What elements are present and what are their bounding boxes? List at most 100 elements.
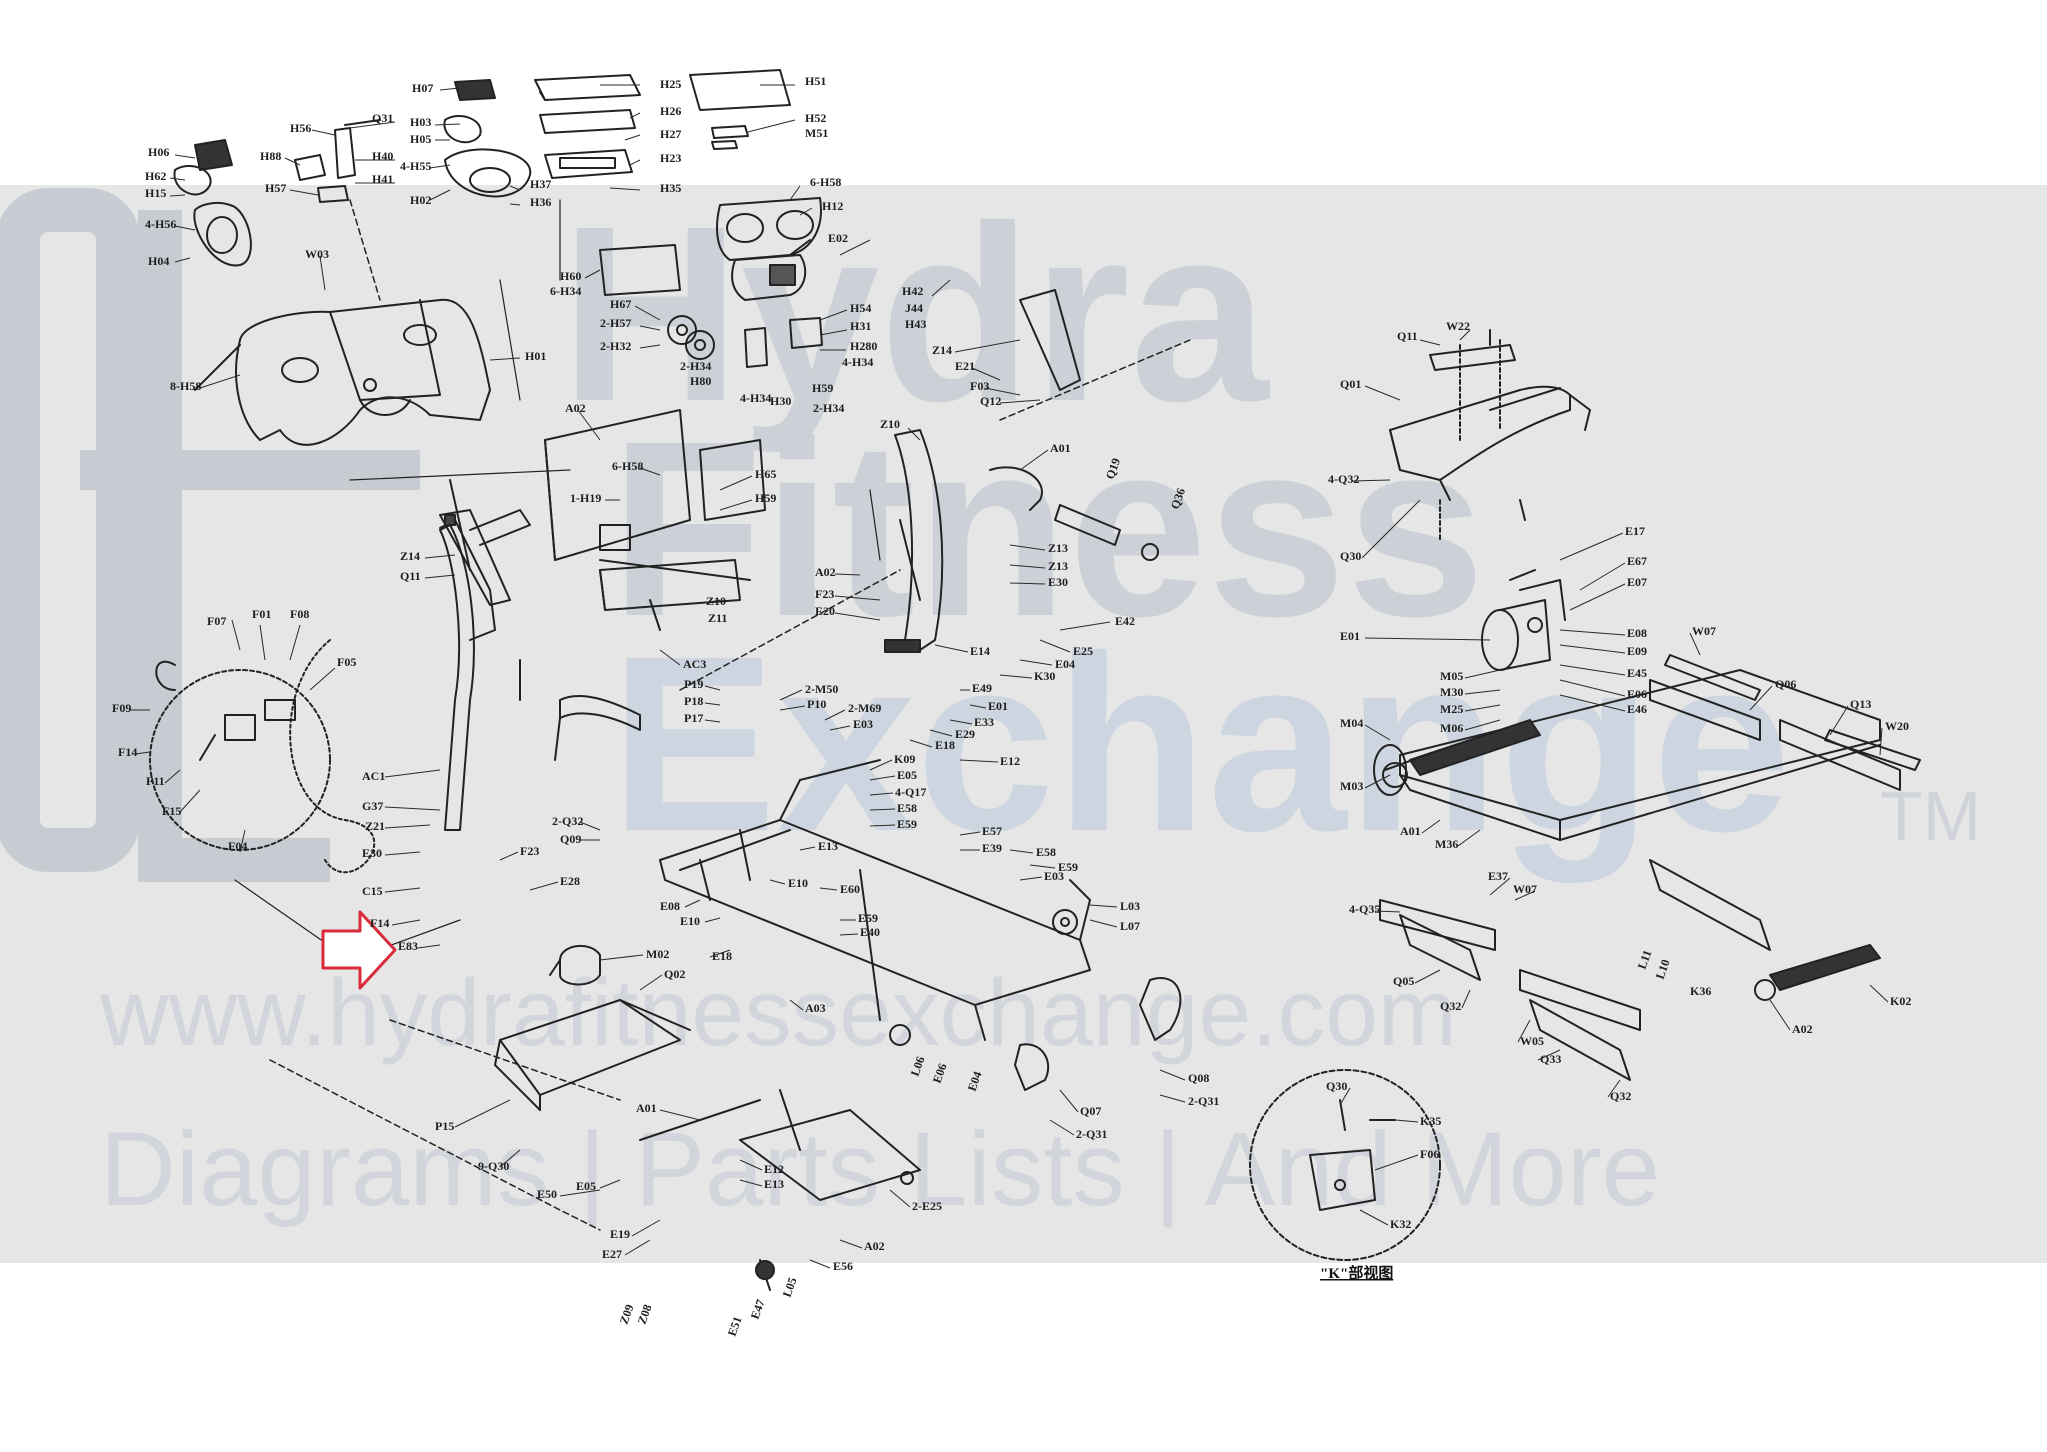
- leader-line: [1459, 329, 1471, 341]
- leader-line: [769, 879, 786, 885]
- watermark: Hydra Fitness Exchange TM www.hydrafitne…: [0, 174, 1981, 1228]
- part-label-w07: W07: [1692, 624, 1716, 638]
- part-label-h4h56: 4-H56: [145, 217, 176, 231]
- leader-line: [829, 725, 851, 731]
- part-label-e42: E42: [1115, 614, 1135, 628]
- part-label-l11: L11: [1635, 948, 1655, 971]
- part-label-m02: M02: [646, 947, 669, 961]
- part-label-e56: E56: [833, 1259, 853, 1273]
- incline-frame: [639, 1089, 921, 1291]
- leader-line: [719, 499, 753, 511]
- part-label-e04b: E04: [965, 1069, 985, 1093]
- part-label-e30: E30: [1048, 575, 1068, 589]
- leader-line: [719, 475, 753, 491]
- watermark-logo: [0, 188, 420, 882]
- leader-line: [1059, 1089, 1079, 1113]
- part-label-k09: K09: [894, 752, 915, 766]
- guide-lines: [234, 199, 881, 961]
- part-label-h2e25: 2-E25: [912, 1199, 942, 1213]
- part-label-h25: H25: [660, 77, 681, 91]
- part-label-h31: H31: [850, 319, 871, 333]
- heart-rate-grip: [884, 639, 921, 653]
- leader-line: [819, 329, 848, 336]
- leader-line: [1579, 562, 1626, 591]
- leader-line: [174, 225, 196, 231]
- leader-line: [349, 121, 396, 129]
- part-label-e60: E60: [840, 882, 860, 896]
- part-label-l06: L06: [908, 1054, 928, 1078]
- part-label-a01c: A01: [1400, 824, 1421, 838]
- part-label-l03: L03: [1120, 899, 1140, 913]
- part-label-q30b: Q30: [1326, 1079, 1347, 1093]
- watermark-brand-line-2: Fitness: [610, 389, 1485, 668]
- leader-line: [1879, 727, 1883, 756]
- leader-line: [199, 374, 241, 389]
- part-label-h6h58b: 6-H58: [612, 459, 643, 473]
- part-label-e59: E59: [897, 817, 917, 831]
- part-label-m51: M51: [805, 126, 828, 140]
- part-label-h2q31b: 2-Q31: [1076, 1127, 1107, 1141]
- leader-line: [889, 1189, 911, 1208]
- part-label-h80: H80: [690, 374, 711, 388]
- part-label-e83: E83: [398, 939, 418, 953]
- leader-line: [934, 644, 969, 653]
- part-label-f14b: F14: [370, 916, 389, 930]
- leader-line: [1689, 632, 1701, 656]
- leader-line: [1009, 544, 1046, 551]
- part-label-f14: F14: [118, 745, 137, 759]
- leader-line: [1009, 564, 1046, 569]
- leader-line: [1421, 819, 1441, 834]
- part-label-k02: K02: [1890, 994, 1911, 1008]
- leader-line: [429, 164, 451, 169]
- leader-line: [417, 944, 441, 949]
- leader-line: [629, 159, 641, 166]
- part-label-q19: Q19: [1103, 456, 1123, 481]
- part-label-f06: F06: [1420, 1147, 1439, 1161]
- leader-line: [704, 702, 721, 706]
- leader-line: [311, 129, 336, 136]
- part-label-a02: A02: [565, 401, 586, 415]
- part-label-h06: H06: [148, 145, 169, 159]
- part-label-h02: H02: [410, 193, 431, 207]
- leader-line: [789, 999, 804, 1011]
- K-detail-view: [1249, 1069, 1441, 1261]
- callout-arrow: [321, 910, 397, 990]
- part-label-h54: H54: [850, 301, 871, 315]
- part-label-h56: H56: [290, 121, 311, 135]
- leader-line: [789, 185, 801, 201]
- diagram-line-art: [149, 69, 1921, 1291]
- part-label-q06: Q06: [1775, 677, 1796, 691]
- part-label-m04: M04: [1340, 716, 1363, 730]
- leader-line: [799, 207, 813, 216]
- part-label-f05: F05: [337, 655, 356, 669]
- part-label-h59: H59: [812, 381, 833, 395]
- part-label-a01: A01: [1050, 441, 1071, 455]
- part-label-q07: Q07: [1080, 1104, 1101, 1118]
- leader-line: [284, 157, 301, 166]
- part-label-e03: E03: [853, 717, 873, 731]
- part-label-h43: H43: [905, 317, 926, 331]
- leader-line: [1351, 479, 1391, 482]
- leader-line: [869, 792, 894, 796]
- motor-cover: [494, 999, 691, 1111]
- part-label-h6h58: 6-H58: [810, 175, 841, 189]
- part-label-f15: F15: [162, 804, 181, 818]
- leader-line: [1464, 704, 1501, 712]
- part-label-h07: H07: [412, 81, 433, 95]
- leader-line: [179, 789, 201, 813]
- part-label-m30: M30: [1440, 685, 1463, 699]
- leader-line: [1339, 1087, 1351, 1106]
- part-label-e08b: E08: [1627, 626, 1647, 640]
- part-label-g37: G37: [362, 799, 383, 813]
- leader-line: [499, 1149, 521, 1168]
- leader-line: [819, 309, 848, 321]
- part-label-a03: A03: [805, 1001, 826, 1015]
- part-label-e08: E08: [660, 899, 680, 913]
- part-label-h280: H280: [850, 339, 877, 353]
- part-label-h04: H04: [148, 254, 169, 268]
- leader-line: [289, 624, 301, 661]
- leader-line: [1019, 659, 1053, 666]
- leader-line: [954, 339, 1021, 353]
- leader-line: [454, 1099, 511, 1128]
- leader-line: [559, 1189, 601, 1197]
